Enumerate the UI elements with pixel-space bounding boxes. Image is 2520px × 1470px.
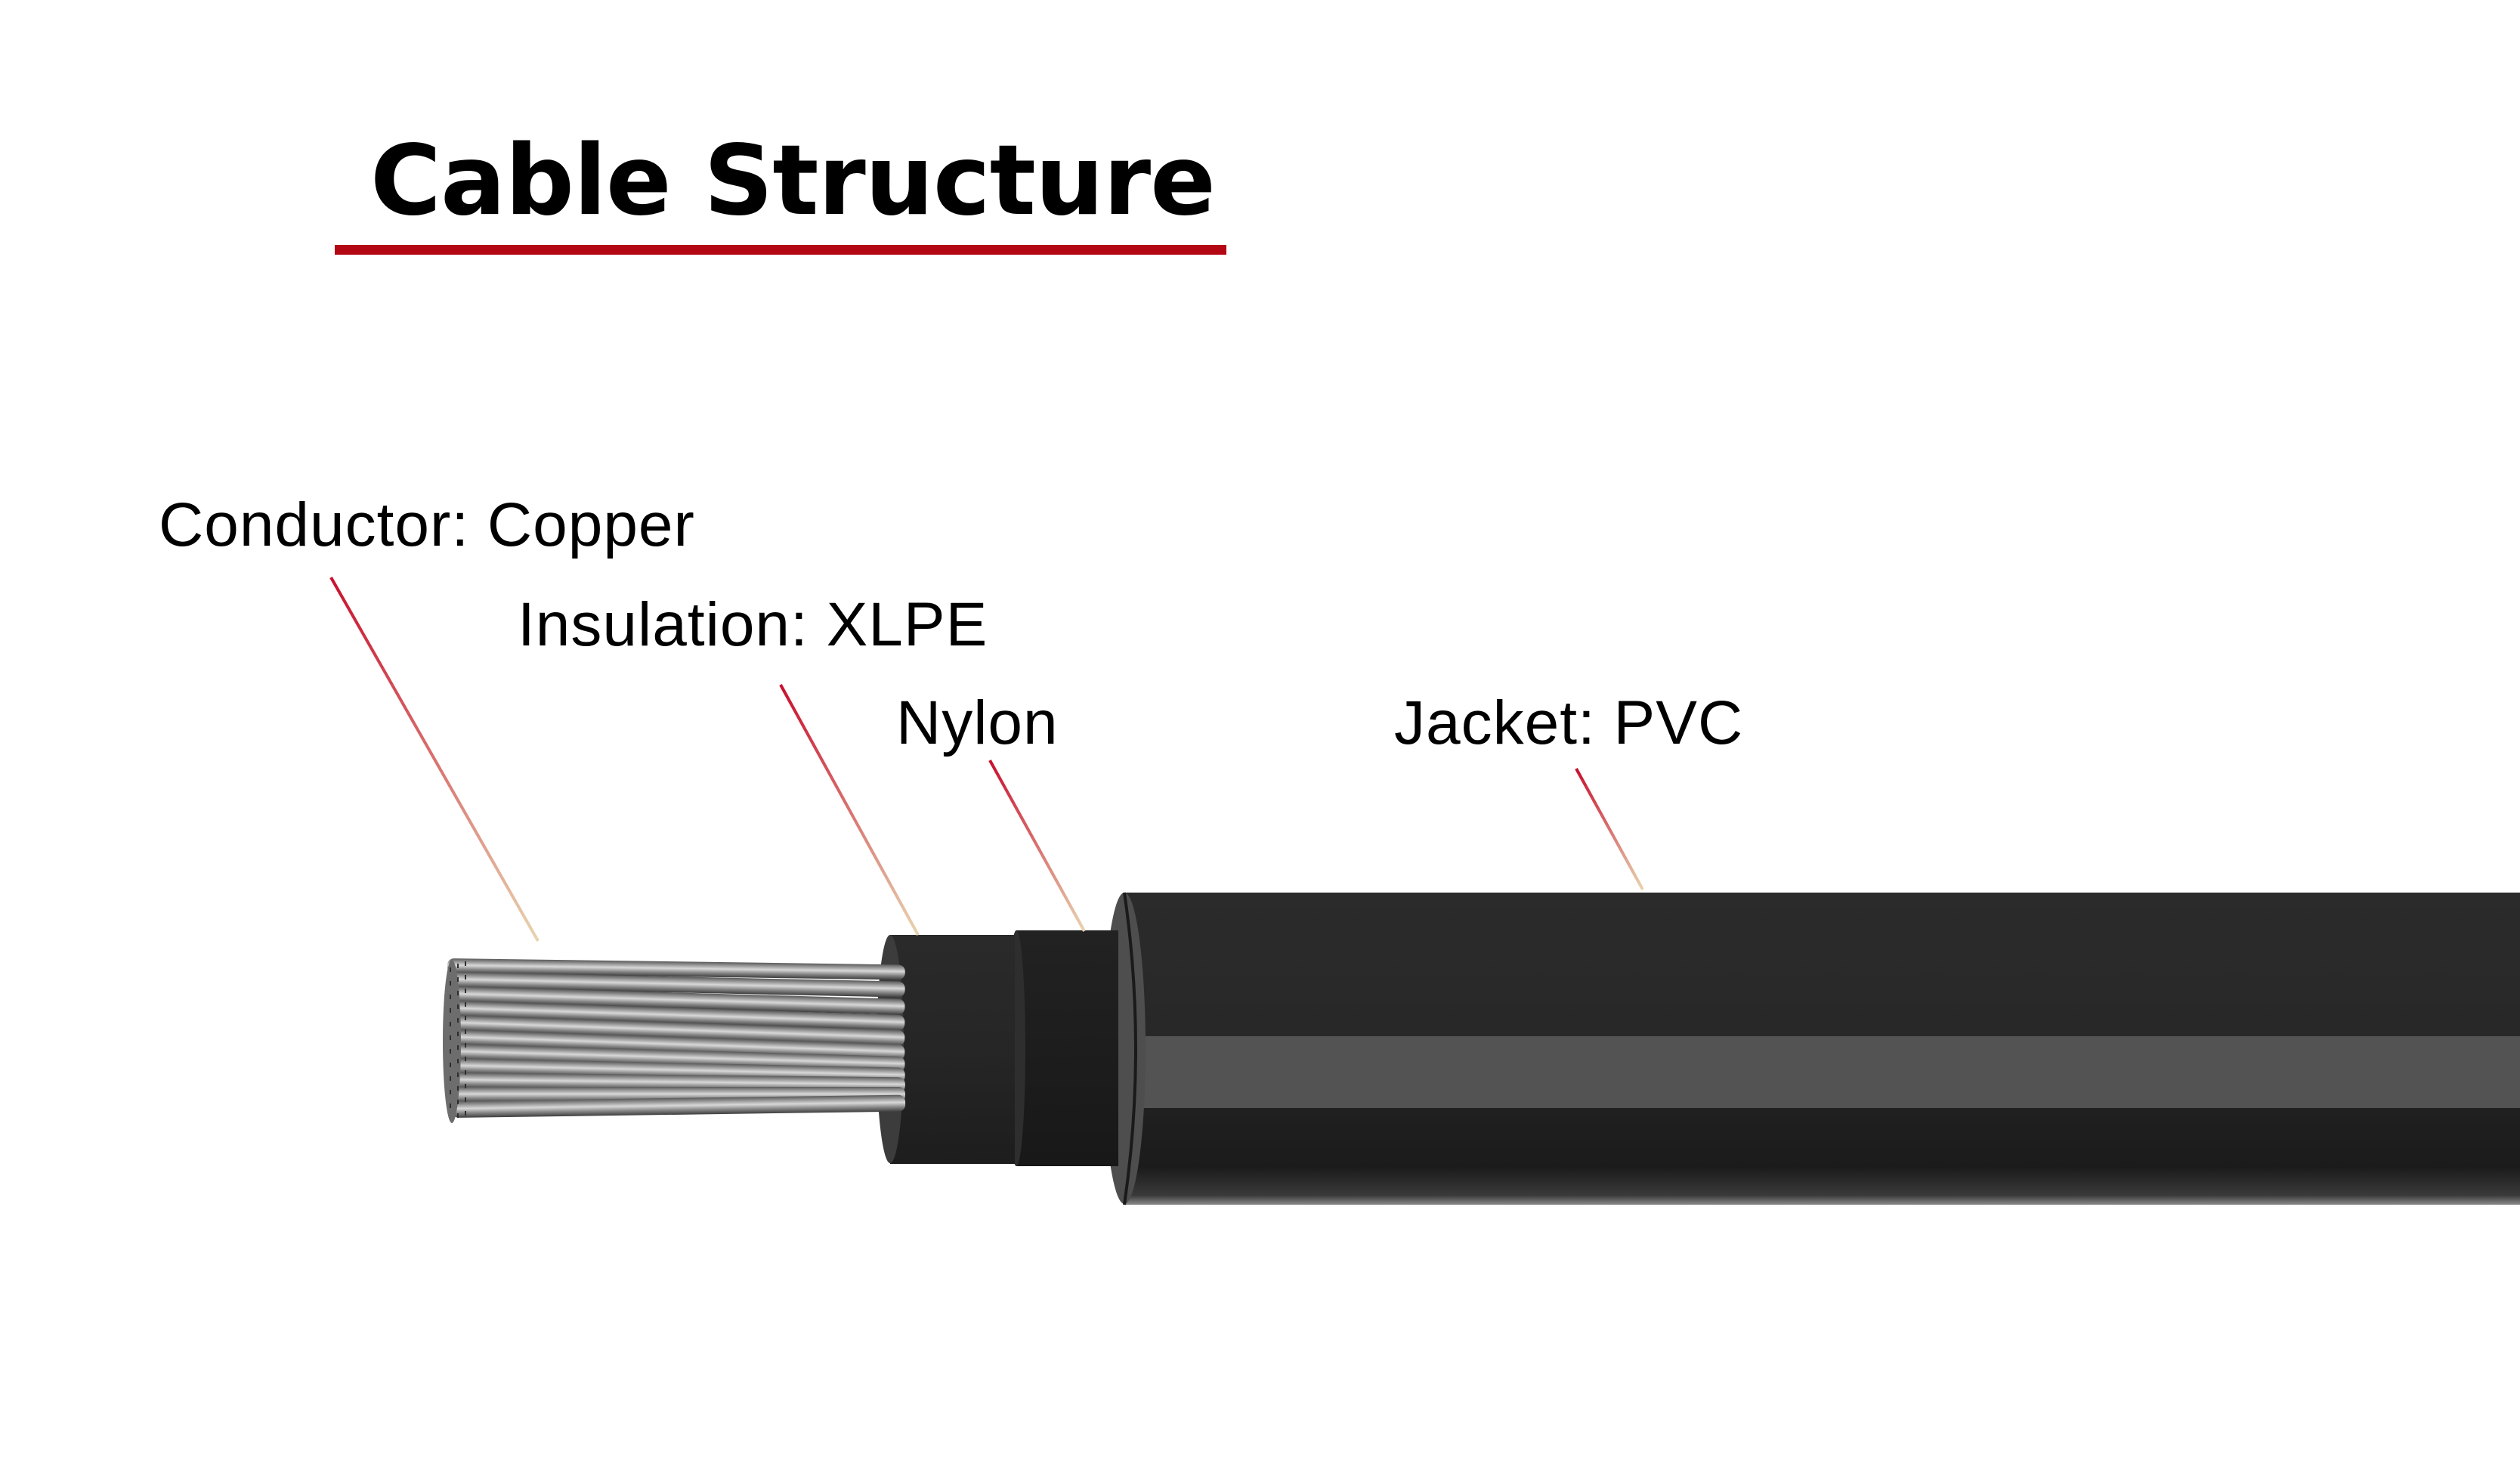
nylon-layer xyxy=(1007,930,1118,1166)
nylon-leader-line xyxy=(988,760,1086,932)
jacket-layer xyxy=(1103,892,2520,1205)
insulation-label: Insulation: XLPE xyxy=(518,590,988,659)
nylon-label: Nylon xyxy=(896,689,1059,757)
title-underline xyxy=(335,245,1226,255)
jacket-label: Jacket: PVC xyxy=(1394,689,1744,757)
page-title: Cable Structure xyxy=(370,125,1216,237)
conductor-leader-line xyxy=(329,577,540,942)
conductor-label: Conductor: Copper xyxy=(159,491,695,559)
conductor-strands xyxy=(443,958,906,1123)
insulation-leader-line xyxy=(779,684,920,936)
jacket-leader-line xyxy=(1575,768,1644,890)
